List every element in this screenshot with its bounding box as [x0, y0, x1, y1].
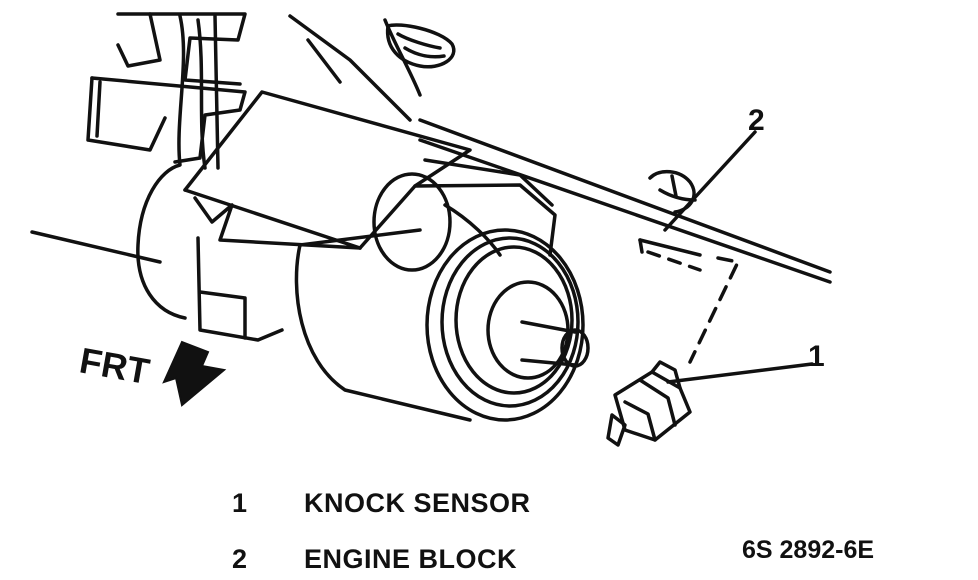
top-bolt — [385, 23, 456, 69]
knock-sensor — [606, 360, 692, 447]
front-direction-arrow — [162, 340, 227, 407]
figure-id: 6S 2892-6E — [742, 536, 875, 564]
engine-block-bracket — [86, 12, 422, 320]
callout-number-1: 1 — [808, 340, 825, 373]
cylinder-body — [294, 172, 590, 422]
installation-path — [638, 238, 740, 364]
component-housing — [183, 90, 557, 342]
front-label: FRT — [77, 340, 153, 393]
leader-line-2 — [663, 130, 757, 232]
engine-block-edge — [30, 118, 832, 284]
leader-line-1 — [666, 362, 814, 384]
callout-number-2: 2 — [748, 104, 765, 137]
